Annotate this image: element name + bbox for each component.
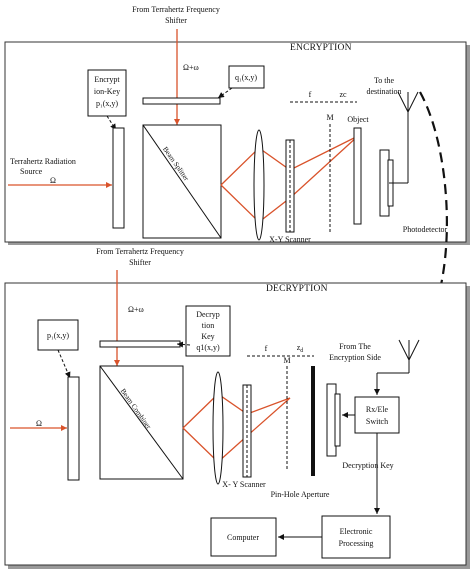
enc-key-line1: Encrypt [94, 75, 120, 84]
enc-key-line3: p₁(x,y) [96, 99, 118, 108]
dec-beam-path-lower [182, 397, 291, 463]
enc-q1-plate [142, 97, 221, 105]
dec-omega-sum-label: Ω+ω [128, 305, 144, 314]
decryption-key-label: Decryption Key [342, 461, 393, 470]
ep-line1: Electronic [340, 527, 373, 536]
enc-q1-label-box [228, 65, 265, 89]
computer-label: Computer [227, 533, 259, 542]
radiation-source-line2: Source [20, 167, 43, 176]
dec-key-pointer [176, 341, 191, 348]
beam-splitter: Beam Splitter [142, 124, 222, 239]
mid-source-label-line1: From Terrahertz Frequency [96, 247, 184, 256]
dec-p1-pointer [57, 349, 71, 379]
rx-switch-line2: Switch [366, 417, 388, 426]
enc-scanner-label: X-Y Scanner [269, 235, 311, 244]
ep-line2: Processing [339, 539, 374, 548]
enc-m-label: M [326, 113, 333, 122]
mid-source-label-line2: Shifter [129, 258, 151, 267]
dec-key-line2: tion [202, 321, 214, 330]
encryption-header: ENCRYPTION [290, 43, 352, 53]
dec-q1-plate [99, 340, 181, 348]
enc-lens [253, 129, 265, 241]
enc-object-label: Object [347, 115, 369, 124]
radiation-source-line1: Terrahertz Radiation [10, 157, 76, 166]
computer-box: Computer [210, 517, 277, 557]
decryption-header: DECRYPTION [266, 284, 328, 294]
rx-switch-line1: Rx/Ele [366, 405, 389, 414]
destination-line1: To the [374, 76, 395, 85]
enc-f-label: f [309, 90, 312, 99]
enc-beam-path-lower [220, 135, 359, 223]
dec-key-line1: Decryp [196, 310, 220, 319]
decryption-key-plate [334, 393, 341, 447]
photodetector-label: Photodetector [403, 225, 448, 234]
enc-key-mask [112, 127, 125, 229]
dec-key-line4: q1(x,y) [196, 343, 220, 352]
enc-q1-pointer [217, 87, 233, 99]
enc-omega-sum-label: Ω+ω [183, 63, 199, 72]
dec-key-line3: Key [201, 332, 214, 341]
dec-zd-label: zd [297, 343, 304, 354]
dec-f-label: f [265, 344, 268, 353]
dec-beam-path [182, 393, 291, 429]
dec-lens [212, 371, 224, 485]
dec-scanner-label: X- Y Scanner [222, 480, 266, 489]
enc-q1-label: q₁(x,y) [235, 73, 257, 82]
pinhole-aperture [311, 366, 315, 476]
pinhole-label: Pin-Hole Aperture [271, 490, 330, 499]
dec-m-label: M [283, 356, 290, 365]
enc-object [353, 127, 362, 225]
electronic-processing-box: Electronic Processing [321, 515, 391, 559]
from-encryption-line2: Encryption Side [329, 353, 381, 362]
dec-p1-mask [67, 376, 80, 481]
enc-omega-label: Ω [50, 176, 56, 185]
dec-p1-label: p₁(x,y) [47, 331, 69, 340]
dec-p1-label-box: p₁(x,y) [37, 319, 79, 351]
from-encryption-line1: From The [339, 342, 371, 351]
rx-switch-box: Rx/Ele Switch [354, 396, 400, 434]
enc-beam-path [220, 135, 359, 186]
dec-antenna [374, 339, 420, 395]
dec-key-box: Decryp tion Key q1(x,y) [185, 305, 231, 357]
dec-omega-label: Ω [36, 419, 42, 428]
enc-zc-label: zc [339, 90, 347, 99]
enc-key-line2: ion-Key [94, 87, 120, 96]
enc-key-box: Encrypt ion-Key p₁(x,y) [87, 69, 127, 117]
destination-line2: destination [366, 87, 401, 96]
top-source-label-line1: From Terrahertz Frequency [132, 5, 220, 14]
enc-key-pointer [106, 115, 117, 131]
beam-combiner: Beam Combiner [99, 365, 184, 480]
top-source-label-line2: Shifter [165, 16, 187, 25]
enc-antenna [389, 91, 419, 184]
